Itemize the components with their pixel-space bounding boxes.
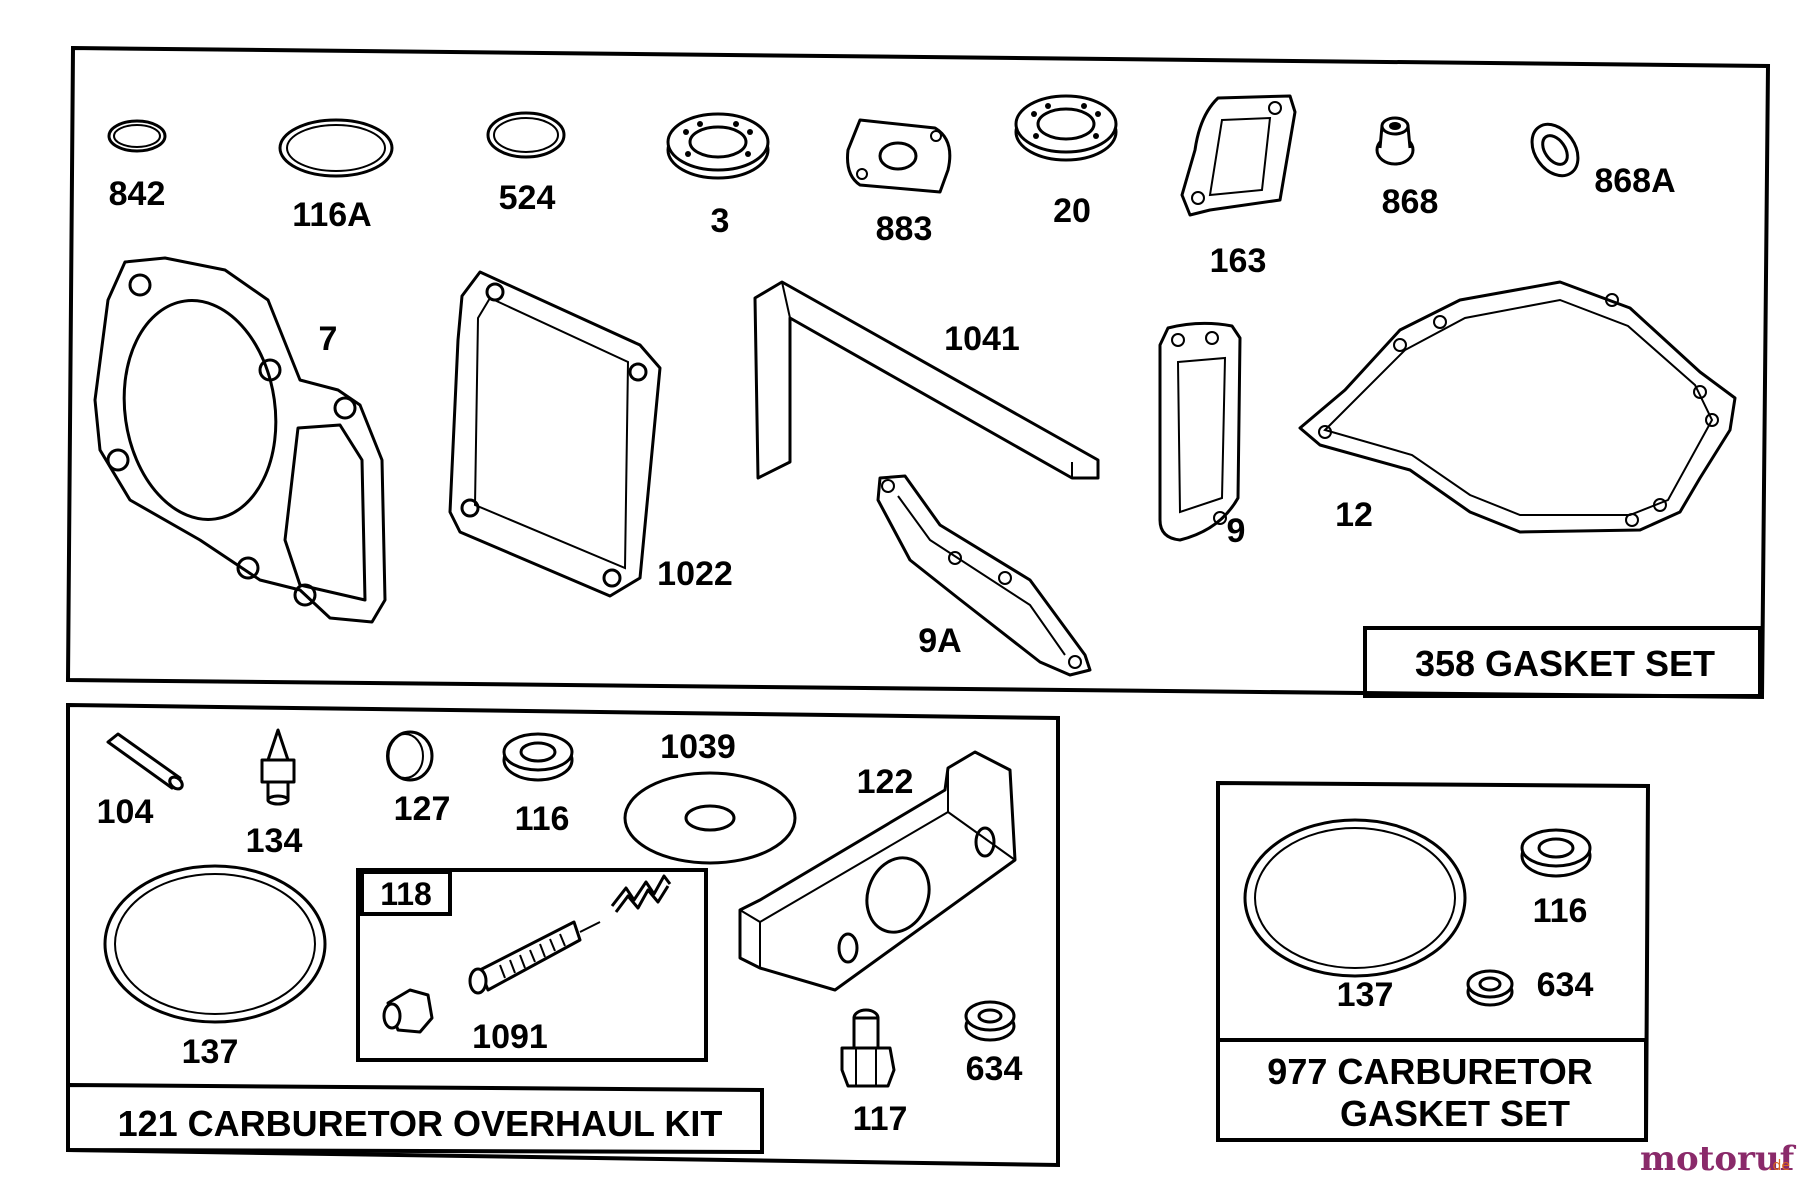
callout-868: 868 [1382, 183, 1439, 221]
part-842-oring [107, 119, 167, 153]
part-1091-needle-assembly [382, 874, 672, 1034]
inset-118-label-box [360, 870, 452, 916]
part-883-gasket [846, 118, 952, 194]
callout-163: 163 [1210, 242, 1267, 280]
callout-1041: 1041 [944, 320, 1020, 358]
watermark-brand: motoruf [1640, 1139, 1797, 1179]
watermark: motoruf .de [1640, 1139, 1797, 1179]
callout-634: 634 [966, 1050, 1023, 1088]
gasket-set-panel: 358 GASKET SET 842 116A 524 3 [65, 45, 1771, 700]
part-117-jet [840, 1008, 896, 1088]
callout-c634: 634 [1537, 966, 1594, 1004]
callout-116: 116 [515, 800, 570, 838]
callout-c137: 137 [1337, 976, 1394, 1014]
part-524-oring [486, 111, 566, 159]
callout-868a: 868A [1594, 162, 1675, 200]
callout-12: 12 [1335, 496, 1373, 534]
gasket-set-title: 358 GASKET SET [1415, 643, 1715, 684]
overhaul-kit-title-box [66, 1082, 764, 1155]
callout-1039: 1039 [660, 728, 736, 766]
part-3-oil-seal [666, 112, 770, 180]
gasket-set-title-box [1363, 626, 1762, 698]
callout-883: 883 [876, 210, 933, 248]
part-868a-washer [1530, 122, 1580, 178]
carb-gasket-set-title-line1: 977 CARBURETOR [1267, 1051, 1592, 1092]
callout-3: 3 [711, 202, 730, 240]
part-1039-disc [623, 771, 797, 865]
overhaul-kit-panel: 121 CARBURETOR OVERHAUL KIT 118 104 134 … [66, 702, 1060, 1168]
part-116a-oring [278, 118, 394, 178]
part-104-pin [106, 732, 184, 791]
part-116-washer [502, 732, 574, 782]
overhaul-kit-frame [66, 702, 1060, 1168]
part-7-head-gasket [93, 256, 387, 624]
part-634-washer [964, 1000, 1016, 1042]
callout-104: 104 [97, 793, 154, 831]
part-9a-gasket [876, 474, 1092, 677]
part-868-valve-seal [1375, 116, 1415, 166]
callout-9a: 9A [918, 622, 961, 660]
part-1041-strip [753, 280, 1100, 480]
callout-117: 117 [853, 1100, 908, 1138]
part-127-plug [386, 730, 434, 782]
watermark-suffix: .de [1768, 1158, 1790, 1174]
part-c116-washer [1520, 828, 1592, 878]
carb-gasket-set-panel: 977 CARBURETOR GASKET SET 137 116 634 [1216, 780, 1651, 1142]
callout-127: 127 [394, 790, 451, 828]
part-122-spacer [738, 750, 1017, 992]
carb-gasket-set-title-line2: GASKET SET [1340, 1093, 1570, 1134]
callout-1091: 1091 [472, 1018, 548, 1056]
callout-137: 137 [182, 1033, 239, 1071]
callout-7: 7 [319, 320, 338, 358]
part-c634-washer [1466, 969, 1514, 1007]
spring-icon [610, 874, 672, 913]
part-9-gasket [1158, 321, 1242, 542]
callout-1022: 1022 [657, 555, 733, 593]
overhaul-kit-title: 121 CARBURETOR OVERHAUL KIT [118, 1103, 723, 1144]
callout-9: 9 [1227, 512, 1246, 550]
part-20-oil-seal [1014, 94, 1118, 162]
part-12-crankcase-gasket [1298, 280, 1737, 534]
part-137-oring [103, 864, 327, 1024]
callout-20: 20 [1053, 192, 1091, 230]
callout-c116: 116 [1533, 892, 1588, 930]
callout-134: 134 [246, 822, 303, 860]
callout-122: 122 [857, 763, 914, 801]
callout-116a: 116A [292, 196, 371, 234]
inset-118-frame [356, 868, 708, 1062]
part-163-gasket [1180, 94, 1297, 217]
part-1022-rocker-gasket [448, 270, 662, 598]
part-134-needle [260, 728, 296, 806]
part-c137-oring [1243, 818, 1467, 978]
inset-118-label: 118 [380, 876, 432, 912]
carb-gasket-set-title-box [1216, 1038, 1648, 1142]
callout-524: 524 [499, 179, 556, 217]
callout-842: 842 [109, 175, 166, 213]
